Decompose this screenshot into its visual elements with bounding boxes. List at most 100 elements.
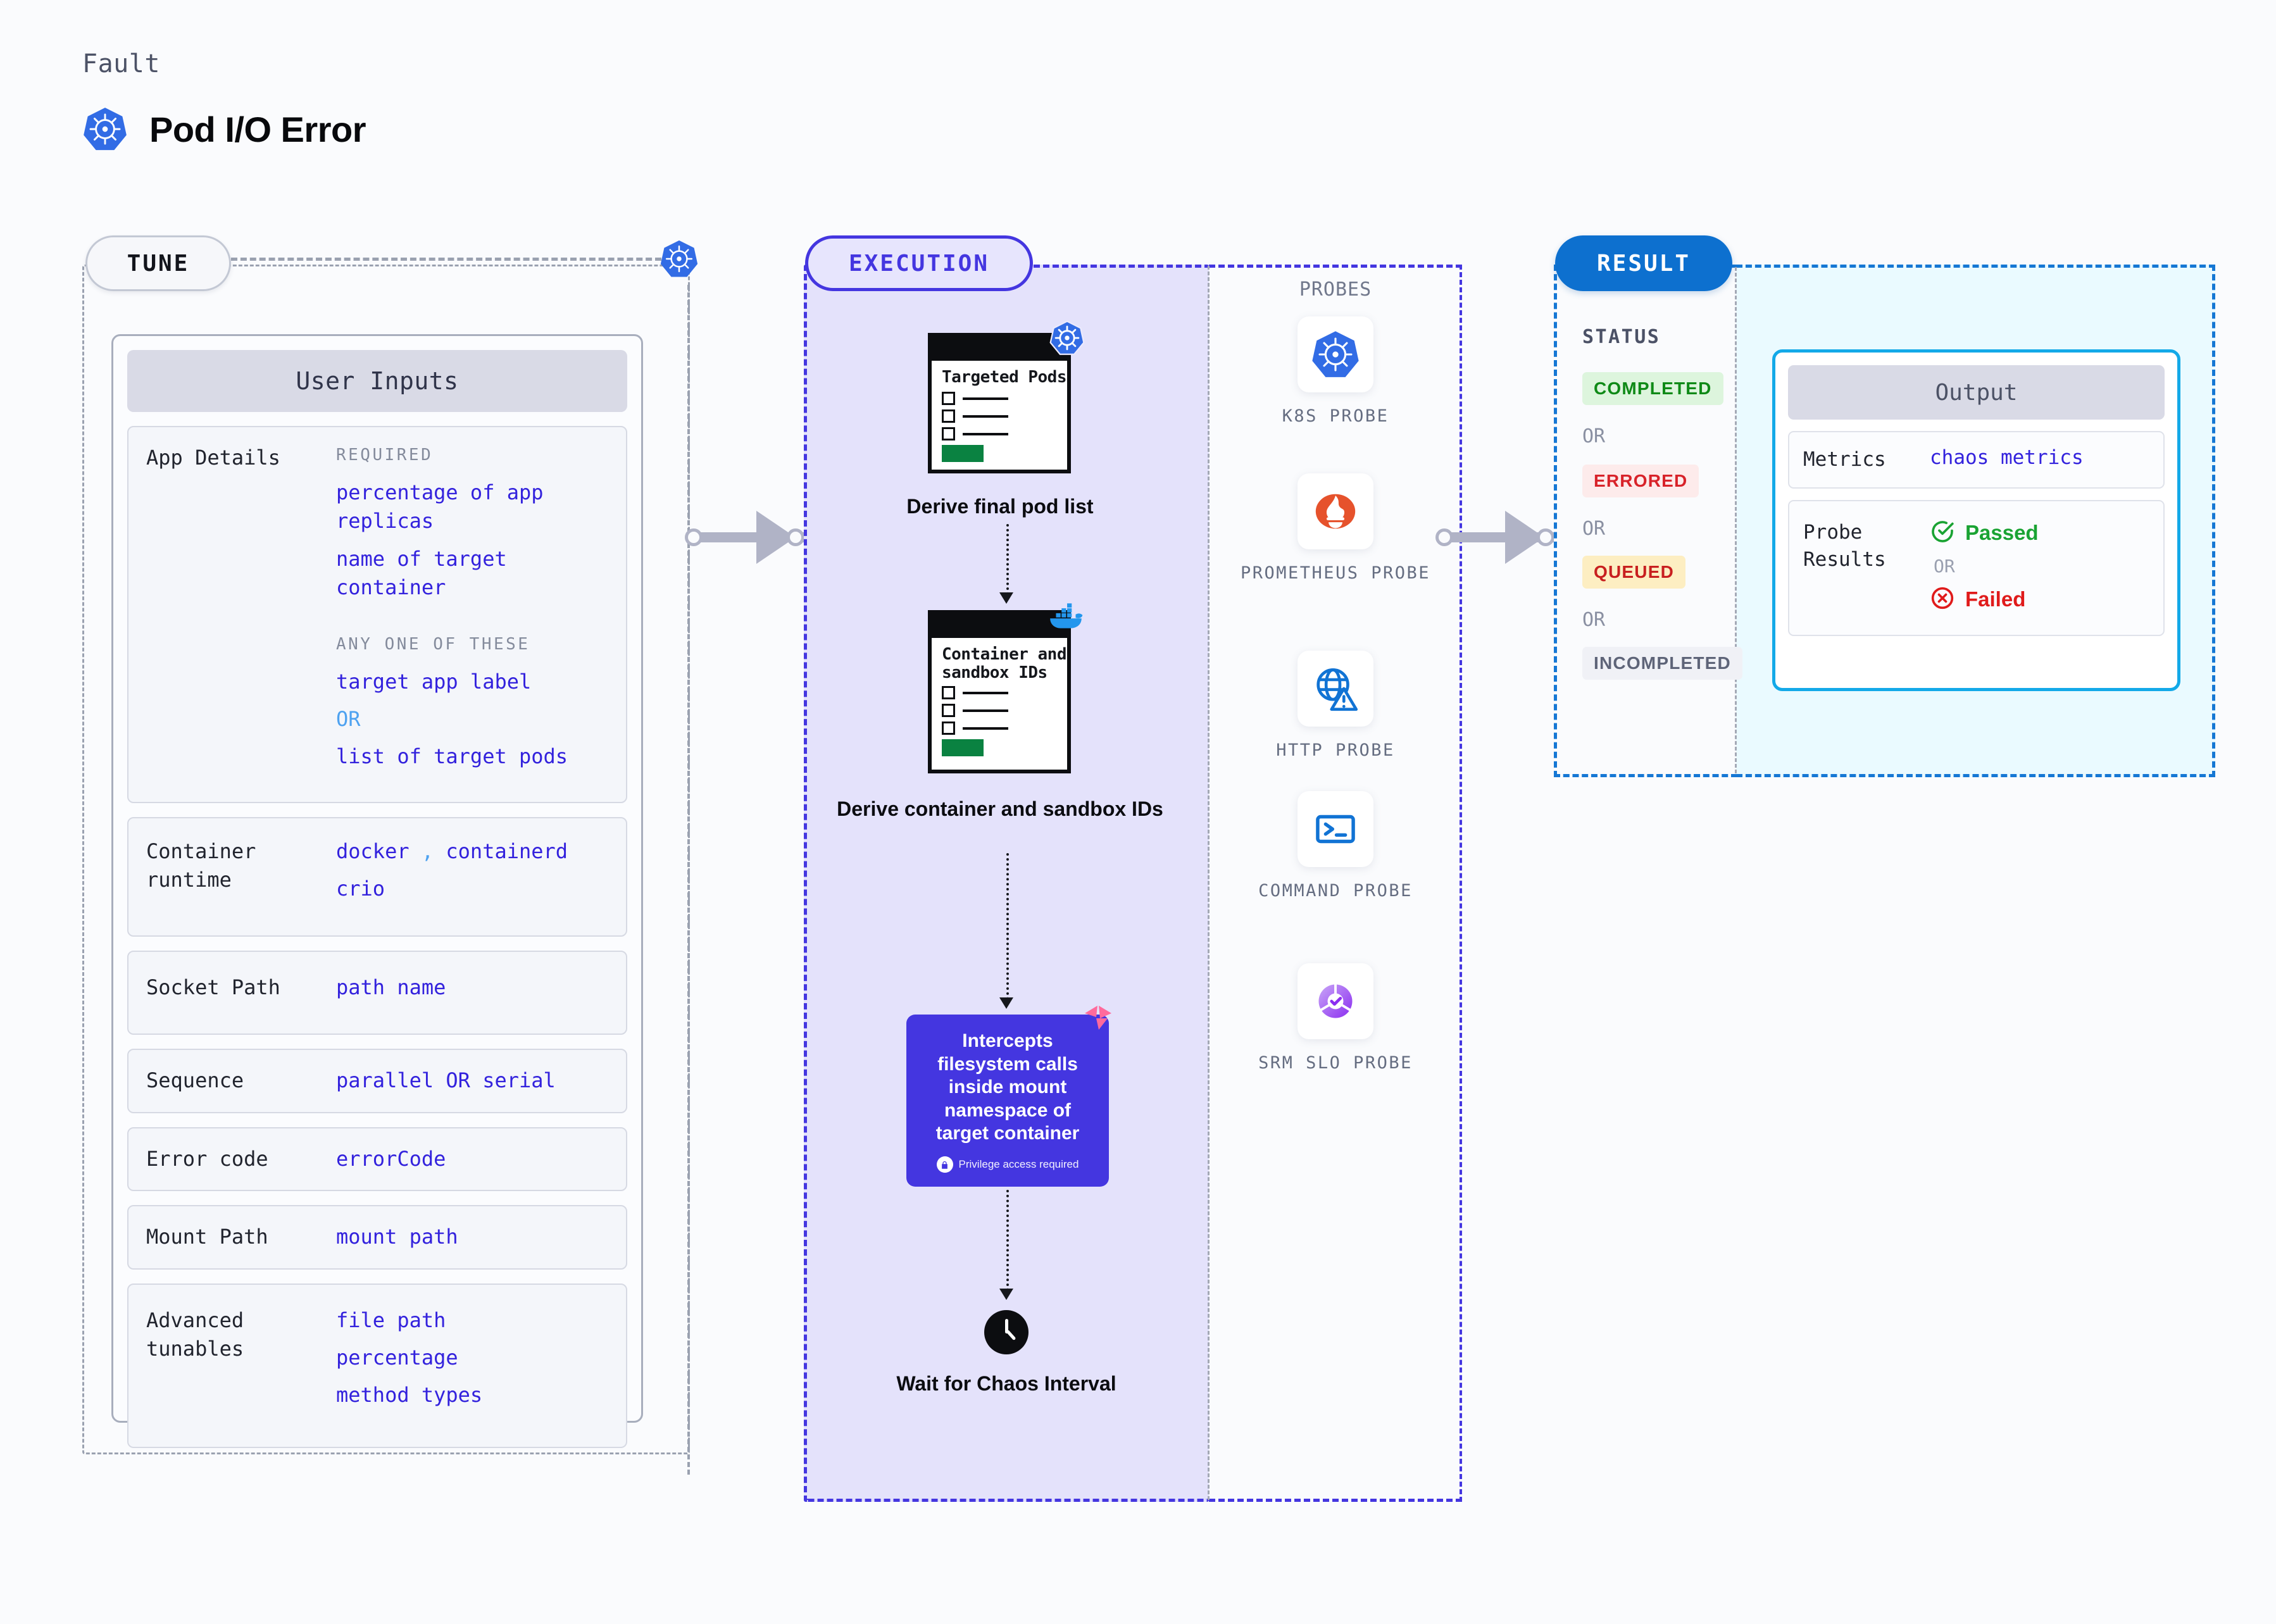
prometheus-icon xyxy=(1297,473,1373,549)
result-pill[interactable]: RESULT xyxy=(1555,235,1732,291)
probes-panel xyxy=(1209,265,1462,1502)
status-badge-queued: QUEUED xyxy=(1582,556,1685,589)
row-value: docker , containerd crio xyxy=(336,837,610,913)
probe-failed-line: Failed xyxy=(1930,585,2039,613)
privilege-note: Privilege access required xyxy=(906,1156,1109,1173)
table-row: App Details REQUIRED percentage of app r… xyxy=(127,426,627,803)
probe-item-prometheus[interactable]: PROMETHEUS PROBE xyxy=(1209,473,1462,585)
page-eyebrow: Fault xyxy=(82,49,160,78)
row-label: App Details xyxy=(146,446,280,470)
srm-slo-icon xyxy=(1297,963,1373,1039)
row-value: path name xyxy=(336,975,446,999)
status-badge-errored: ERRORED xyxy=(1582,465,1699,497)
value-line: target app label xyxy=(336,669,532,694)
flow-arrow xyxy=(1006,853,1009,1000)
or-label: OR xyxy=(1582,518,1606,540)
table-row: Socket Path path name xyxy=(127,950,627,1035)
probe-results-value: Passed OR Failed xyxy=(1930,519,2039,613)
status-badge-incompleted: INCOMPLETED xyxy=(1582,647,1742,680)
probe-item-k8s[interactable]: K8S PROBE xyxy=(1209,316,1462,428)
kubernetes-icon xyxy=(660,239,699,281)
clock-icon xyxy=(984,1310,1029,1354)
value-line: method types xyxy=(336,1383,483,1408)
value-line: list of target pods xyxy=(336,744,568,769)
litmus-icon xyxy=(1084,1004,1113,1034)
table-row: Mount Path mount path xyxy=(127,1205,627,1270)
probe-item-command[interactable]: COMMAND PROBE xyxy=(1209,791,1462,903)
group-caption: REQUIRED xyxy=(336,446,434,465)
group-caption: ANY ONE OF THESE xyxy=(336,634,530,654)
output-metrics-row: Metrics chaos metrics xyxy=(1788,431,2165,489)
row-label: Mount Path xyxy=(146,1225,268,1249)
step-caption: Derive final pod list xyxy=(906,495,1094,518)
kubernetes-icon xyxy=(1297,316,1373,392)
probes-divider xyxy=(1208,266,1210,1500)
targeted-pods-card: Targeted Pods xyxy=(928,320,1085,473)
or-label: OR xyxy=(1582,609,1606,631)
table-row: Sequence parallel OR serial xyxy=(127,1049,627,1113)
probe-label: HTTP PROBE xyxy=(1276,740,1395,760)
row-label: Container runtime xyxy=(146,839,256,892)
value-line: crio xyxy=(336,877,385,901)
execution-flow: Targeted Pods D xyxy=(804,265,1209,1502)
x-circle-icon xyxy=(1930,585,1955,613)
output-card: Output Metrics chaos metrics Probe Resul… xyxy=(1772,349,2180,691)
probe-item-http[interactable]: HTTP PROBE xyxy=(1209,651,1462,762)
wait-step-caption: Wait for Chaos Interval xyxy=(896,1372,1116,1395)
probe-label: K8S PROBE xyxy=(1282,406,1389,426)
value-line: file path xyxy=(336,1308,446,1332)
execution-pill[interactable]: EXECUTION xyxy=(805,235,1033,291)
probe-failed-label: Failed xyxy=(1965,587,2026,611)
check-circle-icon xyxy=(1930,519,1955,547)
output-title: Output xyxy=(1788,365,2165,420)
row-value: errorCode xyxy=(336,1146,446,1171)
row-value: mount path xyxy=(336,1225,458,1249)
status-badge-completed: COMPLETED xyxy=(1582,372,1723,405)
tune-pill[interactable]: TUNE xyxy=(85,235,231,291)
container-sandbox-card: Container and sandbox IDs xyxy=(928,603,1083,773)
probe-passed-line: Passed xyxy=(1930,519,2039,547)
status-title: STATUS xyxy=(1582,326,1661,348)
or-label: OR xyxy=(1582,425,1606,447)
flow-arrow-head xyxy=(999,1289,1013,1300)
row-label: Advanced tunables xyxy=(146,1308,244,1361)
row-value: parallel OR serial xyxy=(336,1068,556,1093)
flow-arrow xyxy=(1006,524,1009,595)
http-globe-warning-icon xyxy=(1297,651,1373,727)
probe-label: COMMAND PROBE xyxy=(1258,881,1413,901)
probe-passed-label: Passed xyxy=(1965,520,2039,544)
probe-results-label: Probe Results xyxy=(1803,520,1886,571)
metrics-value: chaos metrics xyxy=(1930,446,2084,469)
kubernetes-icon xyxy=(1049,320,1085,358)
card-title: Targeted Pods xyxy=(942,368,1067,387)
row-label: Sequence xyxy=(146,1068,244,1093)
flow-arrow xyxy=(1006,1190,1009,1291)
table-row: Container runtime docker , containerd cr… xyxy=(127,816,627,937)
terminal-icon xyxy=(1297,791,1373,867)
row-label: Error code xyxy=(146,1146,268,1171)
flow-arrow-head xyxy=(999,592,1013,604)
probe-label: PROMETHEUS PROBE xyxy=(1240,563,1431,583)
value-line: percentage of app replicas xyxy=(336,480,544,534)
tune-right-dash xyxy=(687,285,690,1475)
value-line-or: OR xyxy=(336,707,361,731)
flow-arrow-head xyxy=(999,997,1013,1009)
row-value: REQUIRED percentage of app replicas name… xyxy=(336,444,610,780)
user-inputs-card: User Inputs App Details REQUIRED percent… xyxy=(111,334,643,1448)
row-value: file path percentage method types xyxy=(336,1306,610,1419)
page-title: Pod I/O Error xyxy=(149,109,366,149)
docker-icon xyxy=(1047,600,1086,634)
intercept-action-card: Intercepts filesystem calls inside mount… xyxy=(906,1006,1111,1187)
probes-title: PROBES xyxy=(1299,278,1372,301)
result-divider xyxy=(1735,267,1737,773)
privilege-label: Privilege access required xyxy=(958,1158,1079,1170)
probe-or-label: OR xyxy=(1934,555,1955,577)
metrics-label: Metrics xyxy=(1803,448,1886,471)
probe-item-srm-slo[interactable]: SRM SLO PROBE xyxy=(1209,963,1462,1075)
probe-label: SRM SLO PROBE xyxy=(1258,1053,1413,1073)
lock-icon xyxy=(936,1156,953,1173)
output-probe-row: Probe Results Passed OR xyxy=(1788,499,2165,636)
value-line: percentage xyxy=(336,1345,458,1370)
value-line: docker , containerd xyxy=(336,839,568,863)
